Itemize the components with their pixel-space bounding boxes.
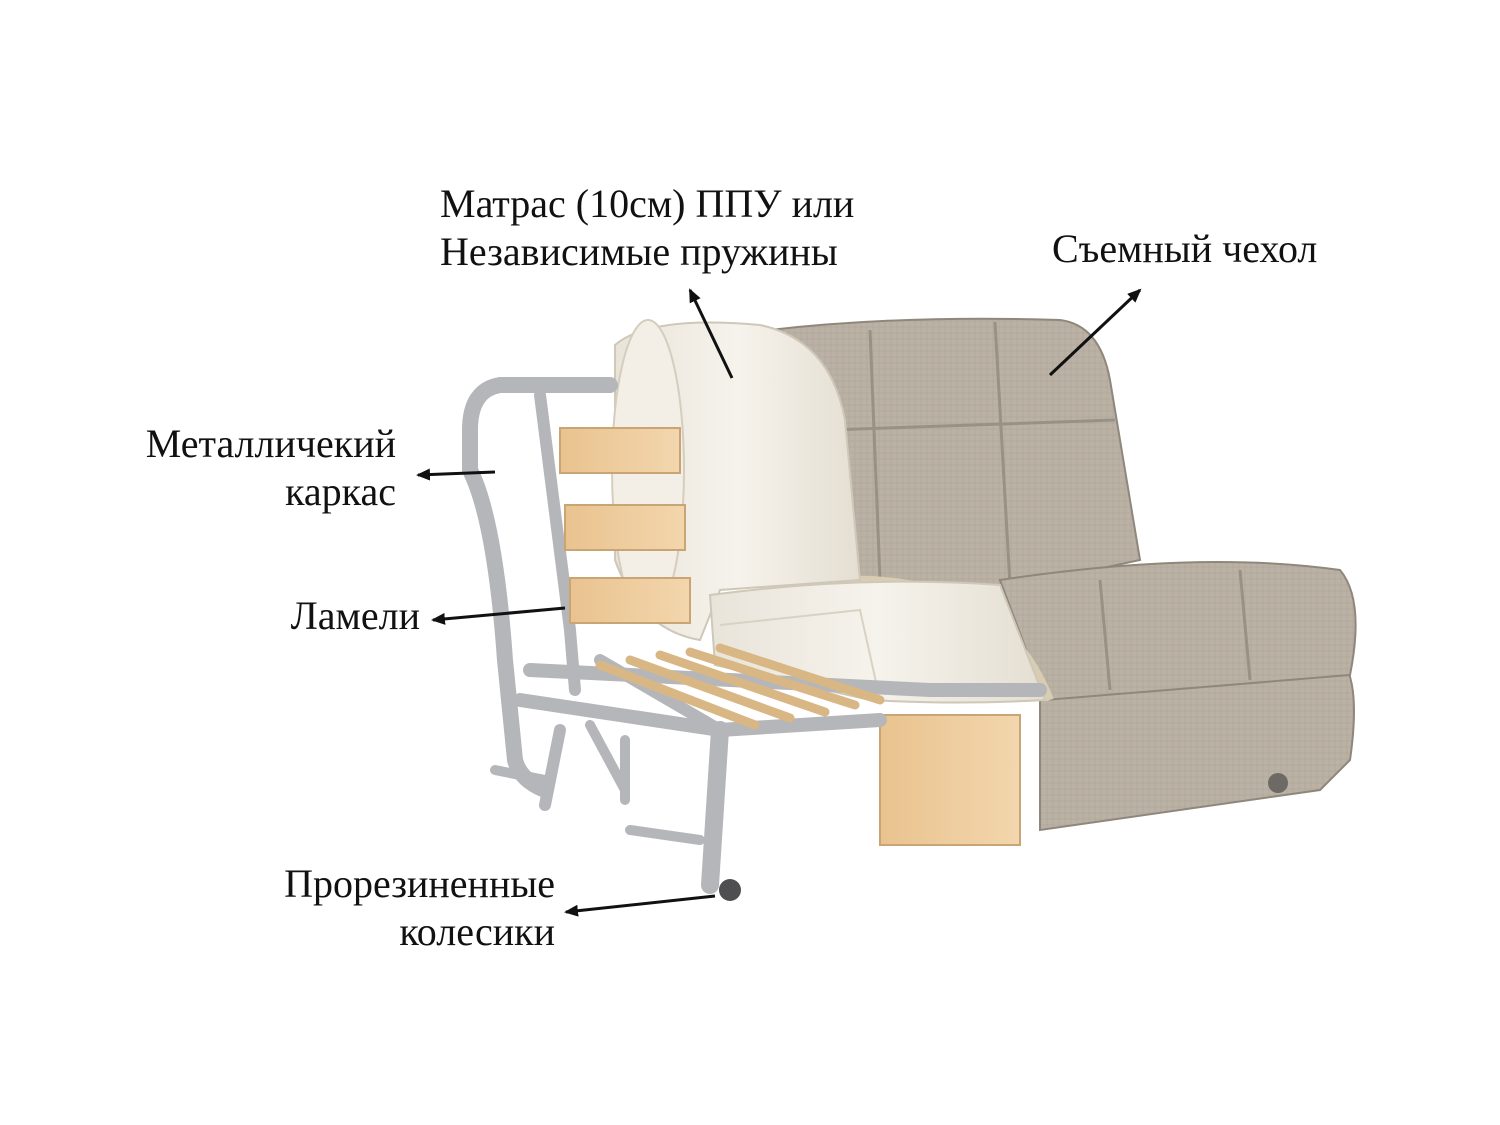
label-slats: Ламели (200, 592, 420, 640)
label-wheels-line2: колесики (399, 909, 555, 954)
wood-panel (879, 714, 1021, 846)
label-frame: Металличекий каркас (100, 420, 396, 516)
label-wheels-line1: Прорезиненные (284, 861, 555, 906)
arrow-cover (1048, 288, 1142, 377)
arrow-frame (416, 468, 496, 481)
callout-arrows (416, 288, 1142, 917)
arrow-slats (431, 606, 566, 625)
seat-cover (998, 561, 1357, 702)
seat-slats (595, 643, 885, 730)
back-slats (559, 427, 691, 624)
backrest-cover (768, 317, 1142, 592)
label-mattress-line1: Матрас (10см) ППУ или (440, 181, 855, 226)
label-mattress-line2: Независимые пружины (440, 229, 838, 274)
arrow-wheels (564, 894, 716, 917)
label-slats-line1: Ламели (290, 593, 420, 638)
label-wheels: Прорезиненные колесики (230, 860, 555, 956)
rear-wheel (1268, 773, 1288, 793)
label-cover-line1: Съемный чехол (1052, 226, 1318, 271)
label-frame-line1: Металличекий (145, 421, 396, 466)
label-mattress: Матрас (10см) ППУ или Независимые пружин… (440, 180, 854, 276)
front-wheel (719, 879, 741, 901)
arrow-mattress (688, 288, 734, 379)
label-cover: Съемный чехол (1052, 225, 1317, 273)
label-frame-line2: каркас (285, 469, 396, 514)
